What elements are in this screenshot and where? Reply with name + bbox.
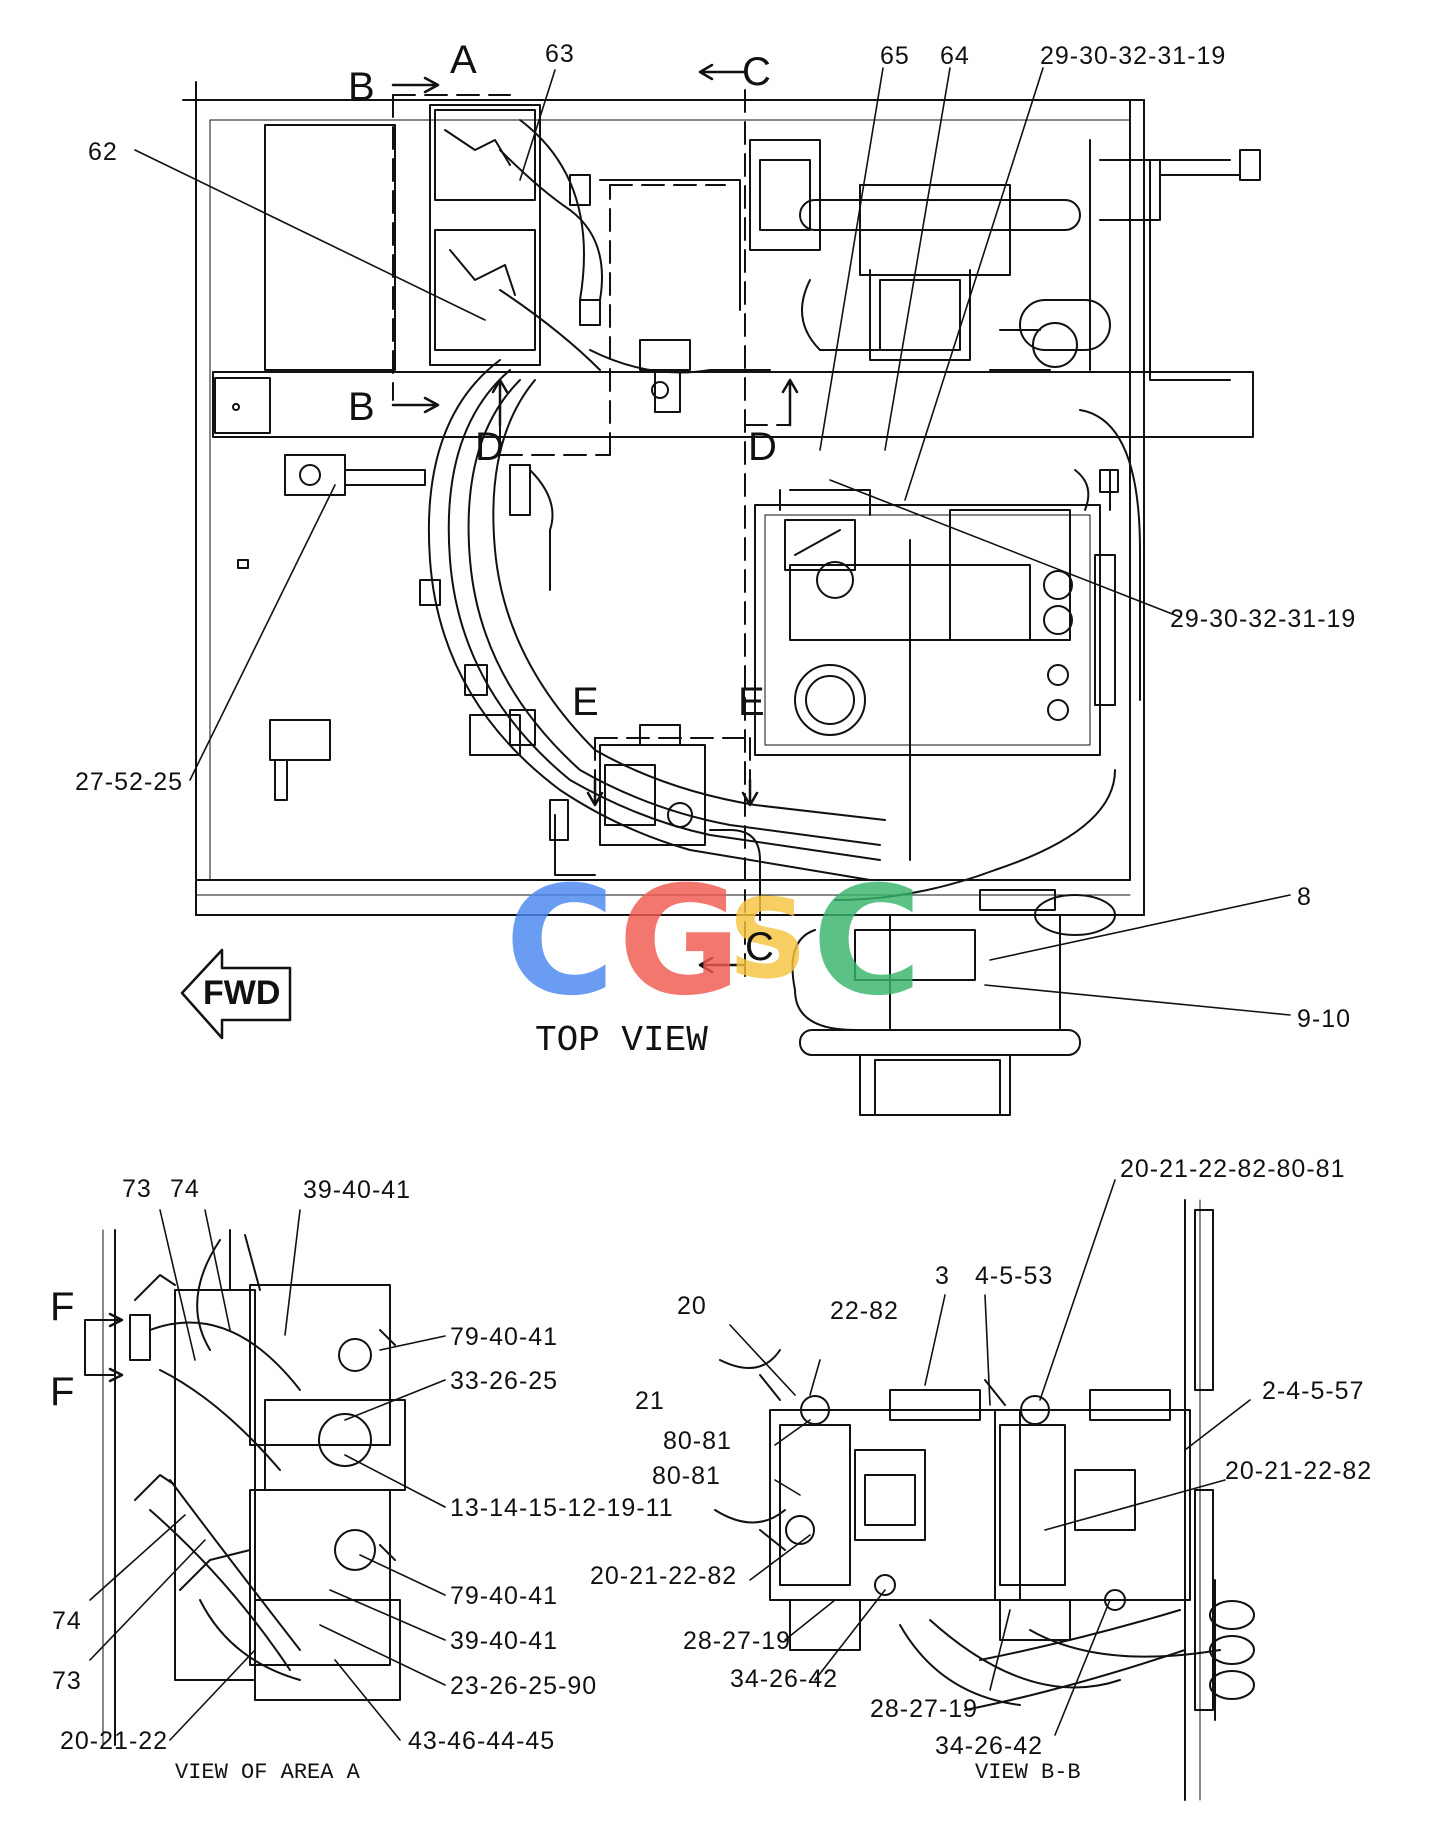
area-a-callout-79-40-41-top: 79-40-41 bbox=[450, 1323, 559, 1351]
area-a-callout-74-top: 74 bbox=[170, 1175, 200, 1203]
bb-callout-21: 21 bbox=[635, 1387, 665, 1415]
upper-valve-cluster bbox=[264, 104, 771, 413]
section-cut-lines bbox=[392, 89, 791, 981]
area-a-view-title: VIEW OF AREA A bbox=[175, 1760, 360, 1785]
pump-assembly bbox=[754, 409, 1141, 901]
bb-callout-2-4-5-57: 2-4-5-57 bbox=[1262, 1377, 1365, 1405]
view-bb-drawing bbox=[714, 1199, 1255, 1801]
section-b-label-top: B bbox=[348, 65, 375, 109]
bb-callout-20-21-22-82-80-81: 20-21-22-82-80-81 bbox=[1120, 1155, 1346, 1183]
callout-65: 65 bbox=[880, 42, 910, 70]
section-e-label-right: E bbox=[738, 680, 765, 724]
area-a-leader-lines bbox=[89, 1209, 446, 1741]
area-a-callout-43-46-44-45: 43-46-44-45 bbox=[408, 1727, 556, 1755]
watermark-letter-c2: C bbox=[812, 855, 923, 1029]
bb-callout-20-21-22-82-right: 20-21-22-82 bbox=[1225, 1457, 1373, 1485]
hose-bundle bbox=[419, 359, 886, 881]
bb-callout-28-27-19-left: 28-27-19 bbox=[683, 1627, 792, 1655]
upper-right-components bbox=[749, 139, 1261, 381]
callout-8: 8 bbox=[1297, 883, 1312, 911]
view-bb-title: VIEW B-B bbox=[975, 1760, 1081, 1785]
bb-callout-34-26-42-right: 34-26-42 bbox=[935, 1732, 1044, 1760]
bb-callout-34-26-42-left: 34-26-42 bbox=[730, 1665, 839, 1693]
top-leader-lines bbox=[134, 67, 1291, 1016]
bb-callout-20-21-22-82-left: 20-21-22-82 bbox=[590, 1562, 738, 1590]
bb-callout-22-82: 22-82 bbox=[830, 1297, 899, 1325]
callout-29-30-32-31-19-right: 29-30-32-31-19 bbox=[1170, 605, 1357, 633]
bb-callout-80-81-top: 80-81 bbox=[663, 1427, 732, 1455]
section-c-label-top: C bbox=[742, 50, 771, 94]
top-view-title: TOP VIEW bbox=[535, 1020, 708, 1061]
area-a-callout-73-top: 73 bbox=[122, 1175, 152, 1203]
section-d-label-left: D bbox=[475, 425, 504, 469]
section-arrows bbox=[391, 63, 799, 974]
area-a-callout-33-26-25: 33-26-25 bbox=[450, 1367, 559, 1395]
fwd-label: FWD bbox=[203, 974, 281, 1012]
swing-drive bbox=[791, 889, 1116, 1116]
callout-62: 62 bbox=[88, 138, 118, 166]
left-side-brackets bbox=[237, 454, 536, 801]
view-bb-leader-lines bbox=[729, 1179, 1251, 1736]
section-b-label-bottom: B bbox=[348, 385, 375, 429]
frame-outline bbox=[182, 81, 1254, 916]
section-e-label-left: E bbox=[572, 680, 599, 724]
callout-63: 63 bbox=[545, 40, 575, 68]
bb-callout-4-5-53: 4-5-53 bbox=[975, 1262, 1054, 1290]
area-a-callout-13-14-15-12-19-11: 13-14-15-12-19-11 bbox=[450, 1494, 674, 1522]
bb-callout-80-81-bottom: 80-81 bbox=[652, 1462, 721, 1490]
area-a-callout-20-21-22: 20-21-22 bbox=[60, 1727, 169, 1755]
fwd-arrow-shape bbox=[180, 948, 292, 1040]
section-c-label-bottom: C bbox=[745, 925, 774, 969]
section-f-label-top: F bbox=[50, 1285, 75, 1329]
callout-9-10: 9-10 bbox=[1297, 1005, 1352, 1033]
section-d-label-right: D bbox=[748, 425, 777, 469]
section-a-label: A bbox=[450, 38, 477, 82]
watermark-letter-c1: C bbox=[505, 855, 616, 1029]
bb-callout-3: 3 bbox=[935, 1262, 950, 1290]
callout-29-30-32-31-19-top: 29-30-32-31-19 bbox=[1040, 42, 1227, 70]
bb-callout-20: 20 bbox=[677, 1292, 707, 1320]
area-a-callout-39-40-41-top: 39-40-41 bbox=[303, 1176, 412, 1204]
callout-27-52-25: 27-52-25 bbox=[75, 768, 184, 796]
watermark-letter-s: S bbox=[728, 875, 808, 1003]
section-f-label-bottom: F bbox=[50, 1370, 75, 1414]
callout-64: 64 bbox=[940, 42, 970, 70]
area-a-callout-39-40-41-bottom: 39-40-41 bbox=[450, 1627, 559, 1655]
watermark-letter-g: G bbox=[618, 855, 742, 1029]
area-a-callout-74-bottom: 74 bbox=[52, 1607, 82, 1635]
area-a-callout-79-40-41-bottom: 79-40-41 bbox=[450, 1582, 559, 1610]
area-a-callout-23-26-25-90: 23-26-25-90 bbox=[450, 1672, 598, 1700]
area-a-drawing bbox=[84, 1229, 406, 1746]
area-a-callout-73-bottom: 73 bbox=[52, 1667, 82, 1695]
bb-callout-28-27-19-right: 28-27-19 bbox=[870, 1695, 979, 1723]
